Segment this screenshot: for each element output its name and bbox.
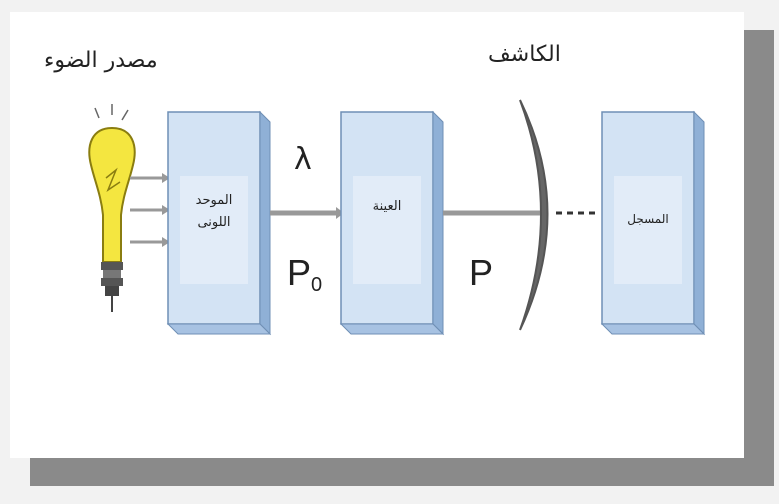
sample-box: [339, 110, 445, 336]
light-bulb-icon: [88, 104, 136, 312]
p0-label: P0: [287, 252, 322, 297]
p0-subscript: 0: [311, 274, 323, 296]
shadow-bottom: [30, 458, 774, 486]
monochromator-box: [166, 110, 272, 336]
monochromator-label-line2: اللونى: [197, 215, 231, 230]
lambda-label: λ: [294, 142, 312, 177]
beam-p0: [270, 207, 344, 219]
p0-main: P: [287, 252, 312, 293]
light-source-label: مصدر الضوء: [44, 48, 158, 73]
recorder-label: المسجل: [627, 212, 669, 226]
monochromator-label-line1: الموحد: [195, 193, 233, 208]
monochromator-label: الموحد اللونى: [180, 190, 248, 234]
sample-label: العينة: [372, 199, 402, 214]
detector-shape: [519, 99, 549, 331]
shadow-right: [744, 30, 774, 470]
input-light-arrows: [130, 173, 170, 247]
p-label: P: [469, 252, 494, 293]
recorder-box: [600, 110, 706, 336]
detector-label: الكاشف: [488, 42, 561, 67]
